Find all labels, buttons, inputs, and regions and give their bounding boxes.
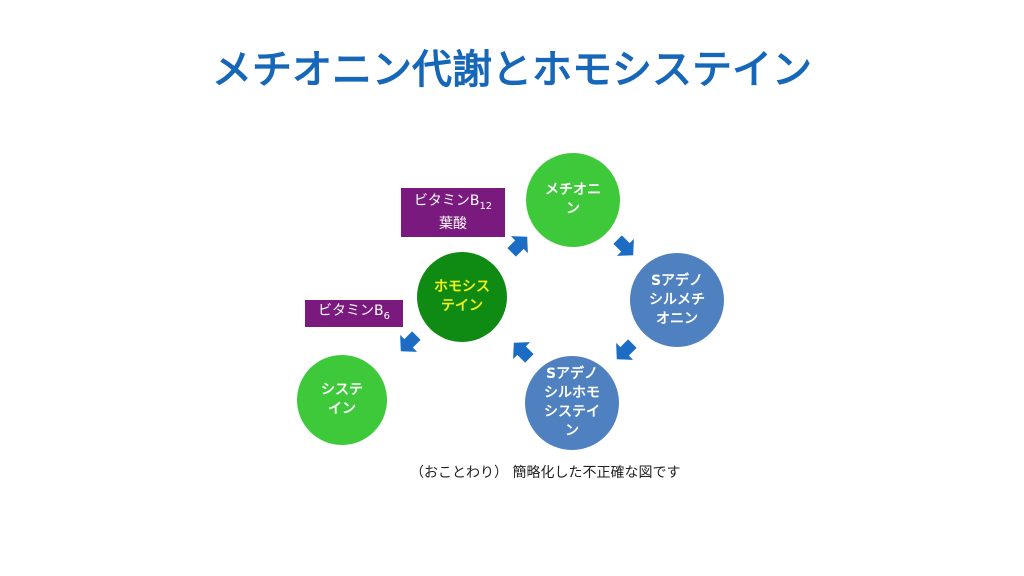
node-homocysteine: ホモシス テイン [417, 252, 507, 342]
node-s-adenosylmethionine: Sアデノ シルメチ オニン [630, 253, 724, 347]
arrow-to-cysteine-icon [392, 327, 425, 360]
arrow-down-right-icon [609, 231, 642, 264]
vitamin-b6-label: ビタミンB [318, 302, 384, 319]
arrow-up-left-icon [505, 334, 538, 367]
subscript: 6 [383, 310, 390, 322]
node-label: メチオニン [545, 182, 601, 217]
cofactor-b6: ビタミンB6 [305, 300, 403, 327]
folate-label: 葉酸 [439, 216, 467, 233]
vitamin-b12-label: ビタミンB [413, 192, 480, 209]
arrow-up-right-icon [503, 228, 536, 261]
arrow-down-left-icon [608, 335, 641, 368]
node-cysteine: システ イン [297, 355, 387, 445]
subscript: 12 [479, 200, 493, 212]
node-s-adenosylhomocysteine: Sアデノ シルホモ システイ ン [525, 356, 619, 450]
caption: （おことわり） 簡略化した不正確な図です [410, 465, 681, 481]
node-methionine: メチオニン [526, 153, 620, 247]
cofactor-b12-folate: ビタミンB12 葉酸 [401, 188, 505, 237]
page-title: メチオニン代謝とホモシステイン [212, 47, 812, 93]
